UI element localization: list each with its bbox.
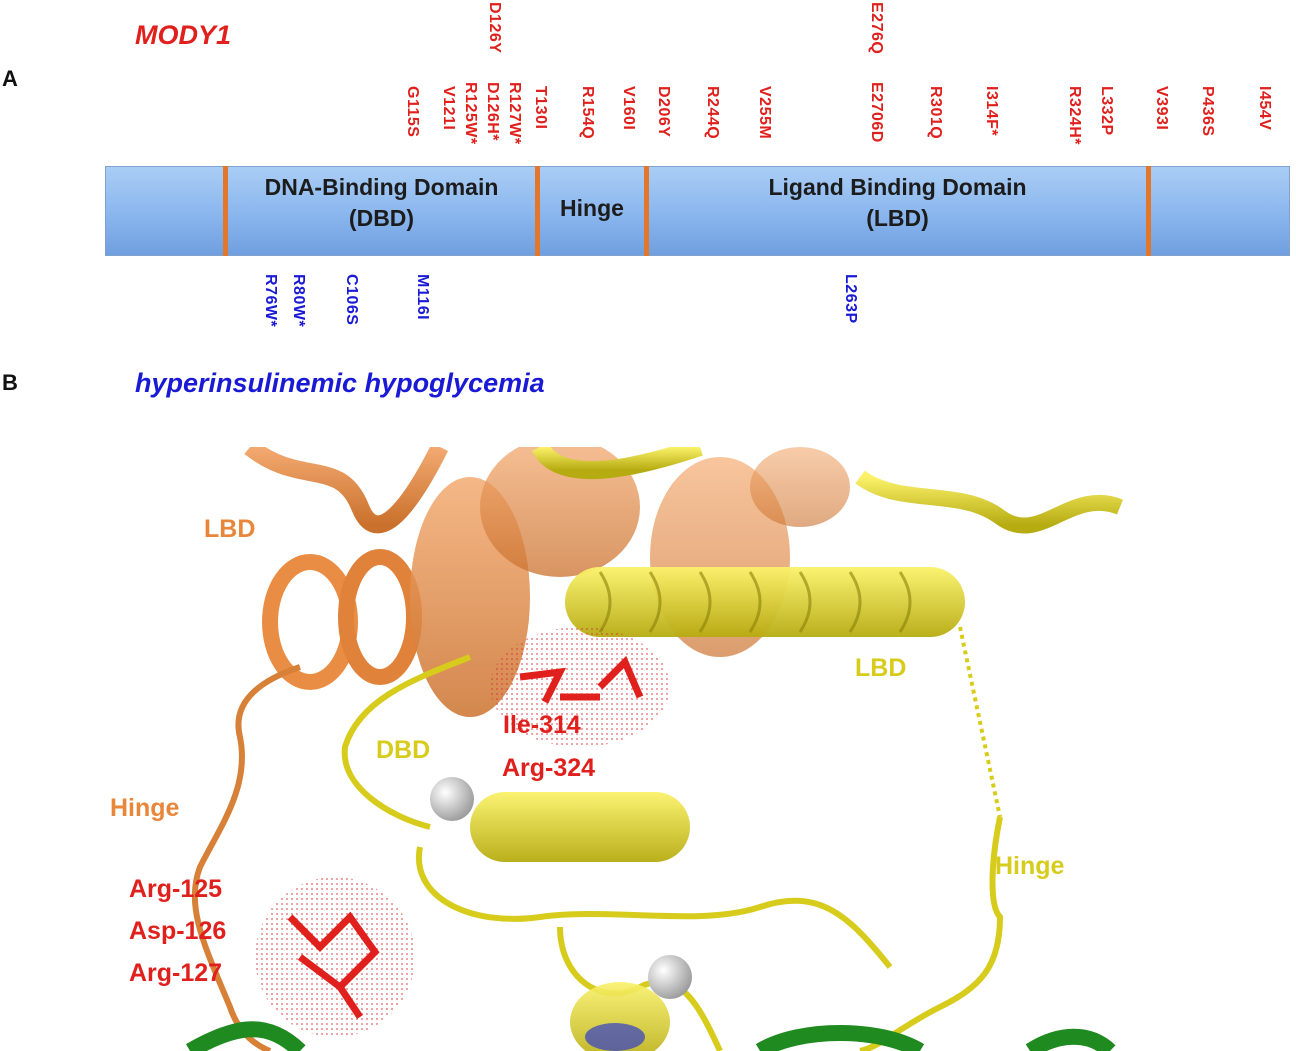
mutation-label: R301Q — [927, 86, 944, 140]
structure-label-asp126: Asp-126 — [129, 917, 227, 945]
hh-mutation-label: R80W* — [290, 274, 307, 328]
structure-label-dbd-yellow: DBD — [376, 736, 431, 764]
protein-domain-bar — [105, 166, 1290, 256]
dbd-abbrev: (DBD) — [348, 205, 415, 232]
dbd-domain-label: DNA-Binding Domain (DBD) — [228, 172, 535, 234]
yellow-chain — [341, 447, 1123, 1051]
legend-mody1: MODY1 — [135, 20, 232, 50]
mutation-label: D126Y — [486, 2, 503, 54]
structure-label-arg125: Arg-125 — [129, 875, 223, 903]
domain-divider — [535, 166, 540, 256]
hh-mutation-label: L263P — [842, 274, 859, 324]
structure-label-arg127: Arg-127 — [129, 959, 223, 987]
mutation-label: R125W* — [462, 82, 479, 145]
mutation-label: T130I — [532, 86, 549, 130]
protein-structure-image — [0, 447, 1296, 1051]
mutation-label: V393I — [1153, 86, 1170, 131]
zinc-ion-sphere — [648, 955, 692, 999]
structure-label-arg324: Arg-324 — [502, 754, 596, 782]
hotspot-arg125-127 — [255, 877, 415, 1037]
hh-mutation-label: C106S — [343, 274, 360, 326]
structure-label-lbd-orange: LBD — [204, 515, 256, 543]
lbd-domain-label: Ligand Binding Domain (LBD) — [649, 172, 1146, 234]
domain-divider — [223, 166, 228, 256]
hinge-domain-label: Hinge — [560, 195, 624, 221]
hh-mutation-label: M116I — [414, 274, 431, 321]
mutation-label: D126H* — [484, 82, 501, 142]
structure-label-lbd-yellow: LBD — [855, 654, 907, 682]
domain-divider — [1146, 166, 1151, 256]
zinc-ion-sphere — [430, 777, 474, 821]
mutation-label: I314F* — [983, 86, 1000, 137]
dna-strand — [185, 1021, 1116, 1051]
mutation-label: V255M — [756, 86, 773, 140]
structure-label-ile314: Ile-314 — [503, 711, 581, 739]
panel-label-a: A — [2, 66, 18, 91]
mutation-label: I454V — [1256, 86, 1273, 131]
hotspot-ile314-arg324 — [490, 627, 670, 747]
lbd-title: Ligand Binding Domain — [768, 174, 1027, 200]
mutation-label: R154Q — [579, 86, 596, 140]
mutation-label: L332P — [1098, 86, 1115, 136]
mutation-label: P436S — [1199, 86, 1216, 137]
mutation-label: D206Y — [655, 86, 672, 138]
mutation-label: V160I — [620, 86, 637, 131]
legend-hh: hyperinsulinemic hypoglycemia — [135, 368, 545, 398]
structure-label-hinge-yellow: Hinge — [995, 852, 1065, 880]
mutation-label: R324H* — [1066, 86, 1083, 146]
mutation-label: G115S — [404, 86, 421, 138]
mutation-label: E2706D — [868, 82, 885, 143]
lbd-abbrev: (LBD) — [866, 205, 929, 232]
mutation-label: V121I — [440, 86, 457, 131]
dbd-title: DNA-Binding Domain — [264, 174, 499, 200]
mutation-label: E276Q — [868, 2, 885, 55]
domain-divider — [644, 166, 649, 256]
structure-label-hinge-orange: Hinge — [110, 794, 180, 822]
mutation-label: R244Q — [704, 86, 721, 140]
mutation-label: R127W* — [506, 82, 523, 145]
panel-label-b: B — [2, 370, 18, 395]
hh-mutation-label: R76W* — [262, 274, 279, 328]
